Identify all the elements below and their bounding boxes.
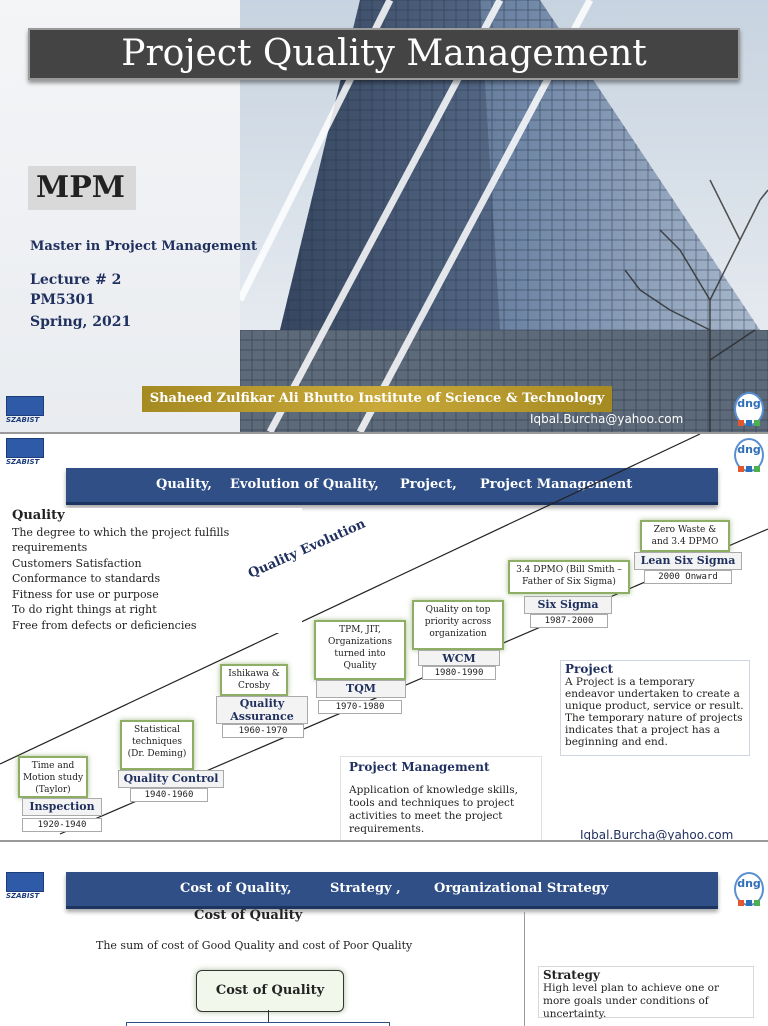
strategy-heading: Strategy xyxy=(543,968,600,982)
connector-line xyxy=(268,1010,269,1022)
stage-years: 1960-1970 xyxy=(222,724,304,738)
stage-name: Lean Six Sigma xyxy=(634,552,742,570)
cost-of-quality-box: Cost of Quality xyxy=(196,970,344,1012)
header-item: Evolution of Quality, xyxy=(230,477,379,492)
stage-name: WCM xyxy=(418,650,500,666)
course-code: PM5301 xyxy=(30,292,95,308)
header-item: Organizational Strategy xyxy=(434,881,609,896)
quality-line: The degree to which the project fulfills… xyxy=(12,525,230,555)
stage-description: Statistical techniques (Dr. Deming) xyxy=(120,720,194,770)
stage-name: Quality Assurance xyxy=(216,696,308,724)
szabist-logo: SZABIST xyxy=(6,872,46,900)
stage-years: 1970-1980 xyxy=(318,700,402,714)
slide-header: Cost of Quality, Strategy , Organization… xyxy=(66,872,718,909)
slide-title-banner: Project Quality Management xyxy=(28,28,740,80)
szabist-logo: SZABIST xyxy=(6,438,46,466)
quality-line: To do right things at right xyxy=(12,603,157,616)
stage-name: Inspection xyxy=(22,798,102,816)
institute-banner: Shaheed Zulfikar Ali Bhutto Institute of… xyxy=(142,386,612,412)
quality-definition: Quality The degree to which the project … xyxy=(12,508,302,633)
program-badge: MPM xyxy=(28,166,136,210)
stage-name: Six Sigma xyxy=(524,596,612,614)
stage-description: Ishikawa & Crosby xyxy=(220,664,288,696)
lecture-number: Lecture # 2 xyxy=(30,272,122,288)
stage-description: Zero Waste & and 3.4 DPMO xyxy=(640,520,730,552)
quality-line: Free from defects or deficiencies xyxy=(12,618,197,632)
stage-years: 1940-1960 xyxy=(130,788,208,802)
stage-name: TQM xyxy=(316,680,406,698)
slide-cost-of-quality: SZABIST dng Cost of Quality, Strategy , … xyxy=(0,840,768,1026)
dng-logo: dng xyxy=(734,438,764,472)
dng-logo: dng xyxy=(734,872,764,906)
cost-of-quality-definition: The sum of cost of Good Quality and cost… xyxy=(96,939,413,952)
project-definition: Project A Project is a temporary endeavo… xyxy=(560,660,750,756)
contact-email: Iqbal.Burcha@yahoo.com xyxy=(530,412,684,426)
quality-line: Conformance to standards xyxy=(12,572,161,585)
project-management-definition: Project Management Application of knowle… xyxy=(340,756,542,842)
stage-years: 1920-1940 xyxy=(22,818,102,832)
pm-text: Application of knowledge skills, tools a… xyxy=(349,784,518,835)
quality-heading: Quality xyxy=(12,508,65,523)
stage-years: 2000 Onward xyxy=(644,570,732,584)
header-item: Project Management xyxy=(480,477,633,492)
header-item: Cost of Quality, xyxy=(180,881,292,896)
stage-description: TPM, JIT, Organizations turned into Qual… xyxy=(314,620,406,680)
slide-quality-evolution: SZABIST dng Quality, Evolution of Qualit… xyxy=(0,432,768,842)
cost-of-quality-title: Cost of Quality xyxy=(194,908,303,923)
program-name: Master in Project Management xyxy=(30,239,257,254)
stage-name: Quality Control xyxy=(118,770,224,788)
quality-line: Fitness for use or purpose xyxy=(12,587,159,601)
project-text: A Project is a temporary endeavor undert… xyxy=(565,676,744,748)
contact-email[interactable]: Iqbal.Burcha@yahoo.com xyxy=(580,828,734,842)
slide-header: Quality, Evolution of Quality, Project, … xyxy=(66,468,718,505)
branch-box xyxy=(126,1022,390,1026)
header-item: Project, xyxy=(400,477,457,492)
header-item: Strategy , xyxy=(330,881,401,896)
dng-logo: dng xyxy=(734,392,764,426)
quality-line: Customers Satisfaction xyxy=(12,556,142,570)
stage-description: 3.4 DPMO (Bill Smith – Father of Six Sig… xyxy=(508,560,630,594)
strategy-definition: Strategy High level plan to achieve one … xyxy=(538,966,754,1020)
stage-description: Quality on top priority across organizat… xyxy=(412,600,504,650)
strategy-text: High level plan to achieve one or more g… xyxy=(543,982,720,1020)
project-heading: Project xyxy=(565,662,614,676)
slide-title: Project Quality Management MPM Master in… xyxy=(0,0,768,432)
header-item: Quality, xyxy=(156,477,212,492)
stage-years: 1987-2000 xyxy=(530,614,608,628)
stage-years: 1980-1990 xyxy=(422,666,496,680)
divider xyxy=(524,912,525,1026)
stage-description: Time and Motion study (Taylor) xyxy=(18,756,88,798)
term: Spring, 2021 xyxy=(30,314,132,330)
szabist-logo: SZABIST xyxy=(6,396,46,424)
pm-heading: Project Management xyxy=(349,760,490,774)
